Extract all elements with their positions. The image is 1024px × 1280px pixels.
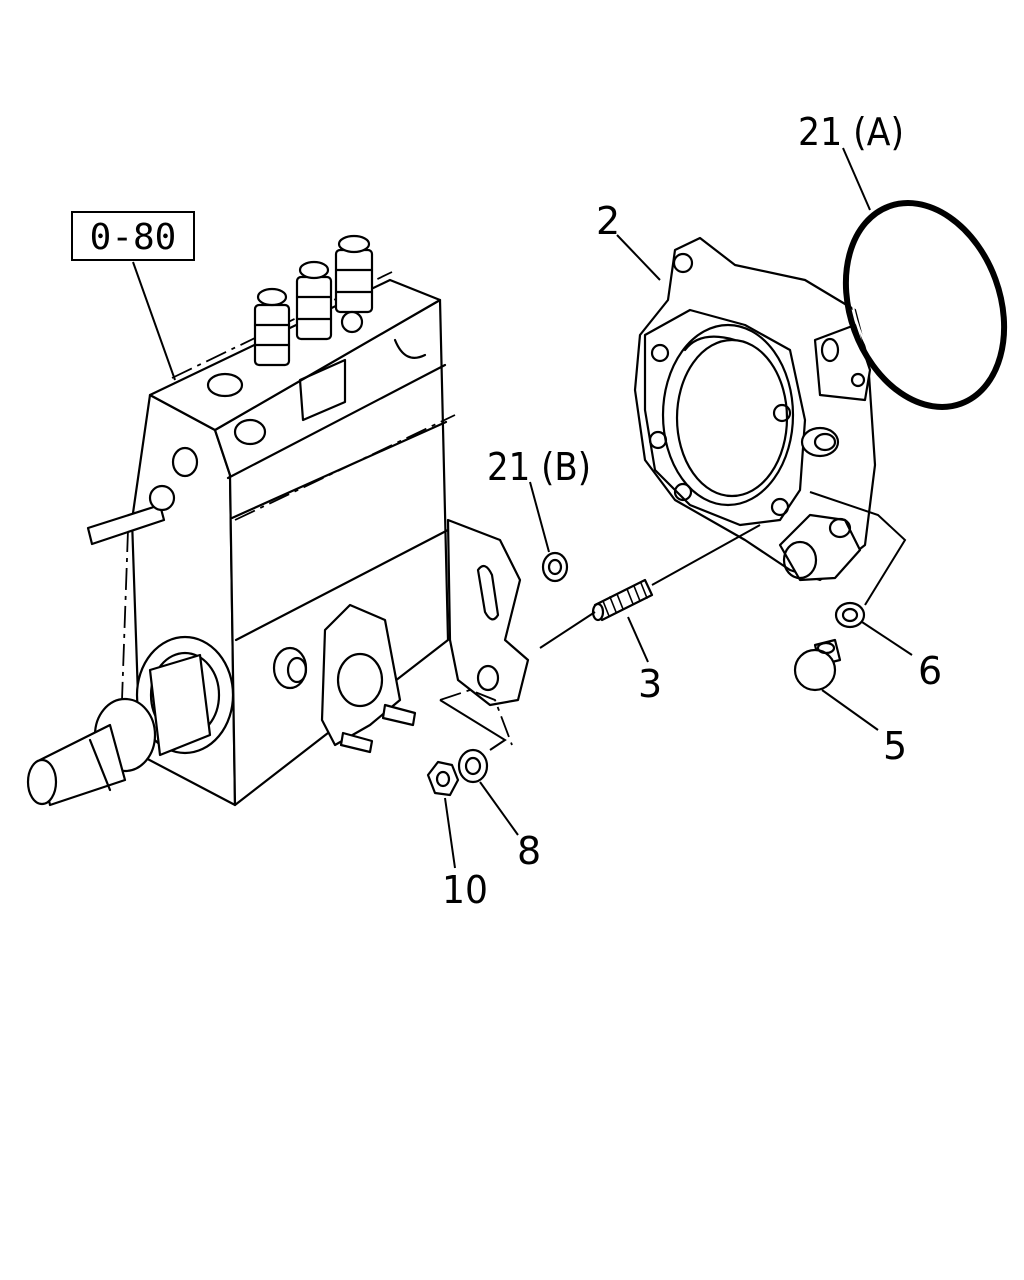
drive-shaft [26, 635, 235, 807]
o-ring-b [541, 551, 569, 583]
side-bolt [272, 646, 308, 690]
reference-box: 0-80 [71, 211, 195, 381]
callout-3: 3 [638, 662, 662, 706]
nut-10 [426, 760, 460, 797]
delivery-valve-3 [334, 234, 374, 334]
callout-10: 10 [442, 868, 488, 912]
assembly-lines [439, 147, 913, 869]
mounting-flange [320, 603, 417, 754]
washer-8 [457, 748, 489, 784]
reference-box-text: 0-80 [90, 217, 177, 258]
callout-2: 2 [596, 199, 620, 243]
washer-6 [834, 601, 866, 629]
delivery-valve-1 [253, 287, 291, 367]
callout-5: 5 [883, 724, 907, 768]
stud [591, 578, 654, 622]
callout-8: 8 [517, 829, 541, 873]
callout-21a: 21 (A) [798, 110, 904, 154]
o-ring-a [842, 200, 1008, 410]
injection-pump-body [26, 234, 530, 807]
control-rod [86, 484, 176, 546]
callout-6: 6 [918, 649, 942, 693]
plug-5 [793, 638, 842, 692]
pump-bracket [446, 518, 530, 707]
callout-21b: 21 (B) [487, 445, 591, 489]
delivery-valve-2 [295, 260, 333, 341]
